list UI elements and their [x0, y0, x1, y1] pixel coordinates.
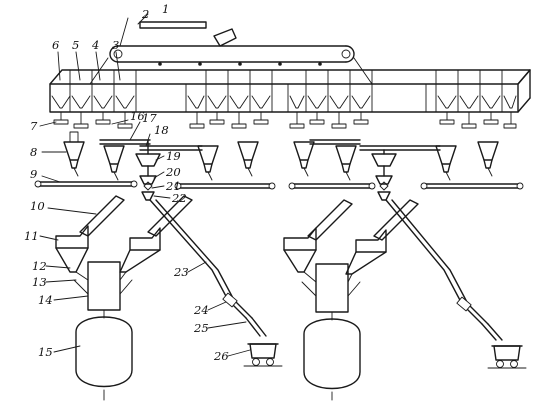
label-17: 17 [142, 111, 157, 125]
label-4: 4 [91, 38, 99, 52]
center-dispenser-right [371, 149, 397, 201]
label-13: 13 [32, 275, 47, 289]
inclined-chutes [79, 195, 419, 241]
dispenser [237, 141, 259, 177]
label-24: 24 [193, 303, 209, 317]
label-16: 16 [130, 109, 145, 123]
conveyor-chute [213, 28, 237, 47]
label-6: 6 [52, 38, 59, 52]
conveyor-item-1 [139, 21, 207, 29]
mixer-left [55, 225, 161, 401]
dispenser [335, 145, 357, 181]
label-9: 9 [30, 167, 37, 181]
label-15: 15 [38, 345, 53, 359]
label-8: 8 [30, 145, 37, 159]
label-25: 25 [193, 321, 209, 335]
weigh-dispensers [63, 131, 499, 181]
label-11: 11 [24, 229, 39, 243]
label-19: 19 [166, 149, 181, 163]
label-1: 1 [162, 2, 169, 16]
label-26: 26 [213, 349, 229, 363]
discharge-line-right [385, 199, 503, 341]
label-20: 20 [165, 165, 181, 179]
dispenser [293, 141, 315, 177]
label-3: 3 [112, 38, 119, 52]
collector-trays [99, 139, 441, 151]
discharge-line-left [149, 199, 267, 337]
cart-left [243, 343, 283, 367]
top-conveyor [89, 21, 373, 85]
label-10: 10 [30, 199, 45, 213]
leader-lines [39, 13, 251, 357]
mixer-right [283, 227, 387, 401]
center-dispenser-left [135, 139, 161, 201]
dispenser [197, 145, 219, 181]
label-2: 2 [141, 7, 149, 21]
label-7: 7 [30, 119, 38, 133]
feeder-row [53, 111, 517, 129]
dispenser [63, 131, 85, 177]
collector-conveyors [34, 180, 524, 190]
label-23: 23 [173, 265, 189, 279]
label-12: 12 [32, 259, 47, 273]
bunker-block [49, 69, 531, 113]
dispenser [103, 145, 125, 181]
label-18: 18 [154, 123, 169, 137]
number-labels: 1 2 3 4 5 6 7 8 9 10 11 12 13 14 15 16 1… [24, 2, 229, 363]
label-22: 22 [171, 191, 187, 205]
label-21: 21 [165, 179, 181, 193]
label-14: 14 [38, 293, 53, 307]
label-5: 5 [72, 38, 79, 52]
dispenser [477, 141, 499, 177]
dispenser [435, 145, 457, 181]
cart-right [487, 345, 527, 369]
